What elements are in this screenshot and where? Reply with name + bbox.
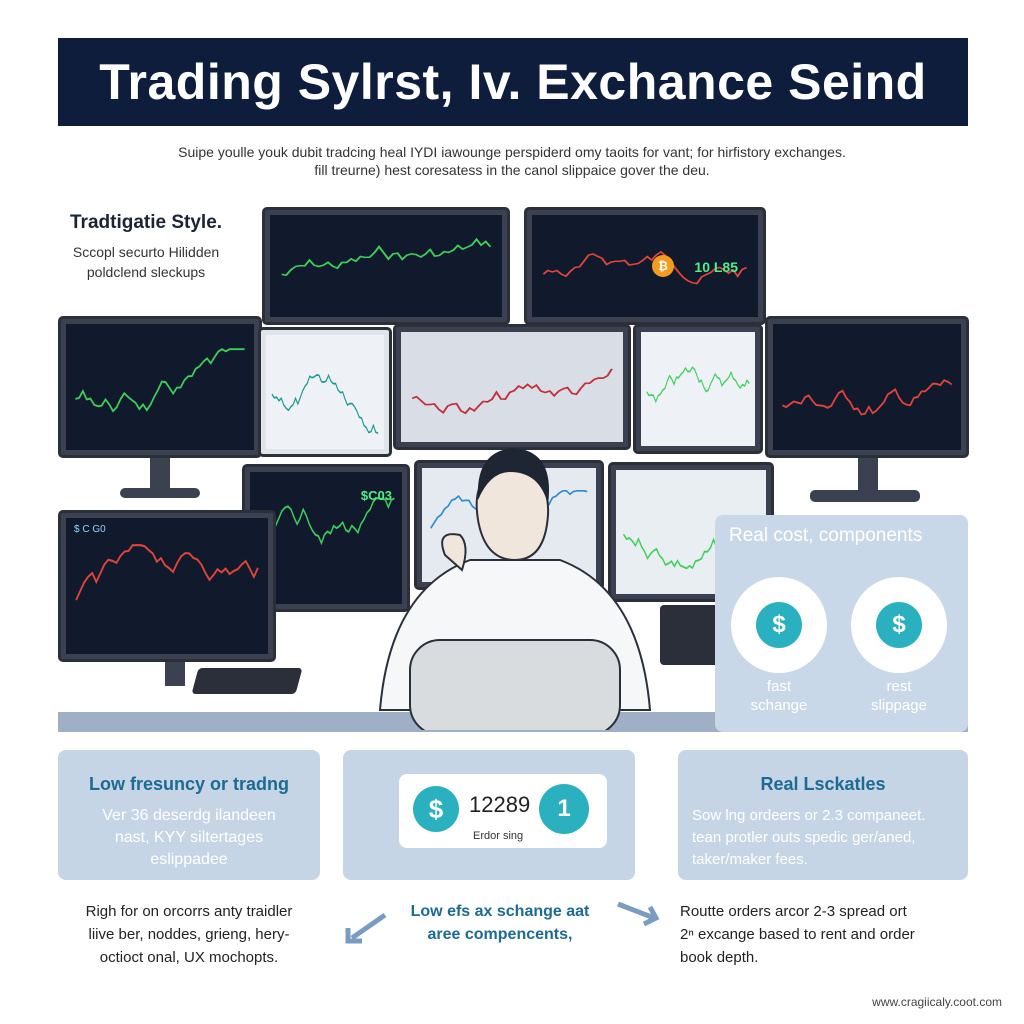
monitor — [393, 324, 631, 450]
order-amount: 12289 — [469, 792, 531, 817]
real-cost-panel: Real cost, components $ fast schange $ re… — [715, 515, 968, 732]
card-line: Sow lng ordeers or 2.3 companeet. — [692, 807, 926, 824]
cost-label: schange — [750, 697, 808, 714]
note-center: Low efs ax schange aat aree compencents, — [380, 900, 620, 946]
dollar-icon: $ — [756, 602, 802, 648]
screen-price-line — [271, 373, 379, 435]
note-line: aree compencents, — [427, 926, 573, 943]
monitor — [58, 316, 262, 458]
page-title: Trading Sylrst, Iv. Exchance Seind — [99, 54, 927, 110]
keyboard — [660, 605, 720, 665]
monitor: $ C G0 — [58, 510, 276, 662]
title-banner: Trading Sylrst, Iv. Exchance Seind — [58, 38, 968, 126]
monitor-base — [120, 488, 200, 498]
dollar-icon: $ — [876, 602, 922, 648]
monitor-stand — [165, 662, 185, 686]
card-line: nast, KYY siltertages — [114, 829, 264, 846]
monitor-base — [810, 490, 920, 502]
screen-price-line — [782, 379, 953, 416]
note-line: octioct onal, UX mochopts. — [99, 949, 279, 966]
monitor — [765, 316, 969, 458]
style-line: poldclend sleckups — [86, 264, 206, 280]
cost-item: $ rest slippage — [851, 577, 947, 715]
footer-url: www.cragiicaly.coot.com — [872, 995, 1002, 1009]
note-right: Routte orders arcor 2-3 spread ort 2ⁿ exc… — [680, 900, 970, 969]
order-caption: Erdor sing — [473, 830, 524, 842]
card-line: taker/maker fees. — [692, 851, 808, 868]
arrow-right-icon — [617, 901, 660, 927]
note-line: book depth. — [680, 949, 759, 966]
card-title: Low fresuncy or tradng — [88, 774, 290, 794]
card-line: Ver 36 deserdg ilandeen — [102, 807, 276, 824]
bitcoin-icon: ₿ — [652, 255, 674, 277]
note-line: liive ber, noddes, grieng, hery- — [88, 926, 290, 943]
screen-price-line — [542, 250, 748, 285]
card-low-frequency: Low fresuncy or tradng Ver 36 deserdg il… — [58, 750, 320, 880]
monitor-stand — [150, 458, 170, 490]
monitor — [258, 327, 392, 457]
arrow-left-icon — [345, 912, 387, 944]
monitor — [262, 207, 510, 325]
monitor-stand — [858, 458, 878, 492]
card-line: tean protler outs spedic ger/aned, — [692, 829, 916, 846]
note-line: 2ⁿ excange based to rent and order — [680, 926, 915, 943]
screen-price-line — [75, 544, 259, 601]
screen-price-line — [281, 237, 492, 277]
monitor: 10 L85 ₿ — [524, 207, 766, 325]
note-left: Righ for on orcorrs anty traidler liive b… — [58, 900, 320, 969]
count-badge: 1 — [539, 784, 589, 834]
screen-label: $ C G0 — [74, 524, 106, 535]
monitor — [633, 324, 763, 454]
screen-label: 10 L85 — [694, 259, 738, 275]
subtitle-line-1: Suipe youlle youk dubit tradcing heal IY… — [178, 144, 846, 160]
real-cost-title: Real cost, components — [729, 525, 923, 546]
style-block: Tradtigatie Style. Sccopl securto Hilidd… — [70, 212, 222, 282]
screen-price-line — [75, 348, 245, 413]
style-line: Sccopl securto Hilidden — [72, 244, 220, 260]
note-line: Routte orders arcor 2-3 spread ort — [680, 903, 907, 920]
cost-label: rest — [886, 678, 912, 695]
note-line: Low efs ax schange aat — [410, 903, 590, 920]
note-line: Righ for on orcorrs anty traidler — [85, 903, 293, 920]
subtitle-line-2: fill treurne) hest coresatess in the can… — [314, 162, 710, 178]
style-title: Tradtigatie Style. — [70, 212, 223, 233]
card-real-lockables: Real Lsckatles Sow lng ordeers or 2.3 co… — [678, 750, 968, 880]
screen-label: $C03 — [360, 488, 392, 503]
order-widget: $ 12289 1 Erdor sing — [399, 774, 607, 848]
screen-price-line — [411, 368, 613, 415]
trader-figure — [378, 448, 652, 730]
card-order-size: $ 12289 1 Erdor sing — [343, 750, 635, 880]
keyboard — [191, 668, 303, 694]
cost-label: slippage — [871, 697, 927, 714]
screen-price-line — [257, 497, 395, 550]
cost-label: fast — [766, 678, 792, 695]
cost-item: $ fast schange — [731, 577, 827, 715]
dollar-icon: $ — [413, 786, 459, 832]
screen-price-line — [646, 366, 750, 404]
card-title: Real Lsckatles — [760, 774, 886, 794]
card-line: eslippadee — [150, 851, 228, 868]
